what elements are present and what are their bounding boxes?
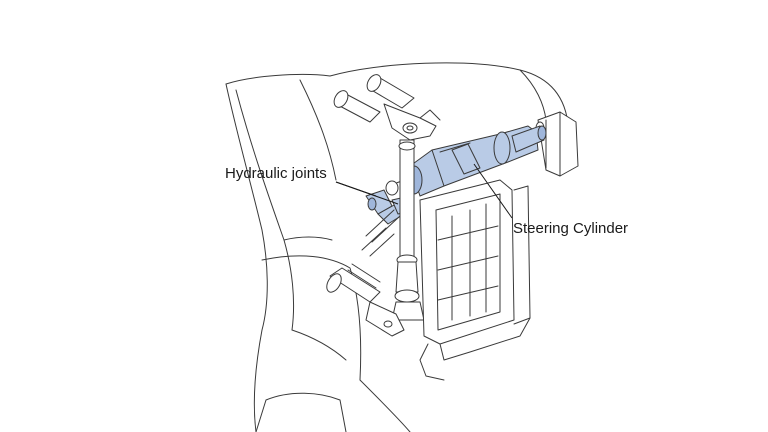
- lower-cylinder: [326, 263, 405, 337]
- leader-steering: [473, 163, 513, 219]
- steering-shaft: [391, 139, 425, 321]
- engine-cowling: [225, 62, 570, 432]
- label-hydraulic-joints: Hydraulic joints: [225, 165, 327, 182]
- leader-hydraulic-2: [335, 181, 399, 205]
- transom-bracket: [535, 111, 579, 177]
- tilt-cylinders: [333, 74, 441, 141]
- midsection: [419, 179, 531, 381]
- label-steering-cylinder: Steering Cylinder: [513, 220, 628, 237]
